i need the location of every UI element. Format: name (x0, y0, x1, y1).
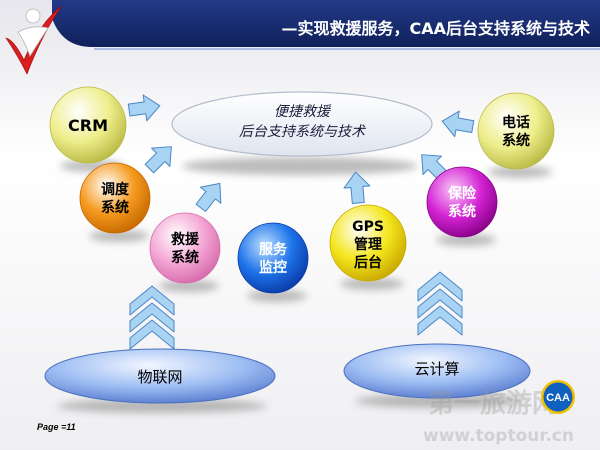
node-crm: CRM (49, 86, 127, 164)
node-circle (149, 212, 221, 284)
flow-arrows (127, 94, 475, 213)
node-label-line: 服务 (259, 241, 288, 258)
hub-shape (171, 91, 433, 157)
node-dispatch-system: 调度 系统 (79, 162, 151, 234)
node-circle (49, 86, 127, 164)
node-label-line: 调度 (101, 181, 130, 198)
node-label-line: 系统 (101, 199, 129, 216)
foundation-label: 云计算 (414, 360, 459, 378)
logo-figure-body (17, 26, 49, 57)
node-circle (237, 222, 309, 294)
node-phone-system: 电话 系统 (477, 92, 555, 170)
watermark-url: www.toptour.cn (423, 426, 574, 446)
header: —实现救援服务，CAA后台支持系统与技术 (5, 0, 600, 75)
logo-figure-head (25, 8, 41, 24)
caa-logo-text: CAA (546, 392, 570, 404)
node-label-line: 电话 (502, 114, 530, 131)
watermark-text: 第一旅游网 (428, 388, 558, 419)
node-service-monitor: 服务 监控 (237, 222, 309, 294)
checkmark-figure-logo (5, 5, 63, 75)
chevron-up-icon (129, 285, 175, 316)
chevron-up-icon (417, 271, 463, 302)
node-label-line: 系统 (502, 132, 530, 149)
foundation-shadow (355, 394, 525, 408)
arrow-right-icon (127, 94, 161, 122)
hub-label-line: 便捷救援 (274, 104, 332, 120)
chevron-up-icon (417, 305, 463, 336)
node-gps-backend: GPS 管理 后台 (329, 204, 407, 282)
node-shadow (89, 230, 149, 242)
node-shadow (340, 278, 404, 290)
foundation-ellipse (44, 348, 276, 404)
chevron-up-icon (129, 302, 175, 333)
node-circle (79, 162, 151, 234)
arrow-left-icon (441, 110, 475, 138)
node-insurance-system: 保险 系统 (426, 166, 498, 238)
foundation-label: 物联网 (137, 368, 182, 386)
node-circle (477, 92, 555, 170)
foundation-iot: 物联网 (44, 348, 276, 404)
node-label-line: 后台 (354, 254, 382, 271)
node-label-line: 系统 (448, 203, 476, 220)
node-rescue-system: 救援 系统 (149, 212, 221, 284)
hub-ellipse: 便捷救援 后台支持系统与技术 (171, 91, 433, 157)
node-shadow (159, 280, 219, 292)
node-label-line: 保险 (447, 185, 477, 202)
node-shadow (436, 234, 496, 246)
foundation-ellipse (343, 343, 531, 399)
watermark: 第一旅游网 www.toptour.cn (423, 388, 574, 446)
node-shadow (488, 166, 552, 178)
arrow-up-right-icon (195, 182, 222, 213)
hub-shadow (182, 157, 418, 175)
node-label-line: CRM (68, 116, 108, 135)
node-circle (426, 166, 498, 238)
page-number: Page =11 (37, 422, 76, 432)
chevron-stack-left (129, 285, 175, 350)
foundation-cloud: 云计算 (343, 343, 531, 399)
node-label-line: GPS (352, 219, 384, 235)
node-shadow (247, 290, 307, 302)
hub-label-line: 后台支持系统与技术 (239, 124, 367, 140)
arrow-up-right-icon (144, 146, 172, 174)
node-label-line: 管理 (354, 236, 382, 253)
slide-title: —实现救援服务，CAA后台支持系统与技术 (281, 19, 590, 38)
caa-logo: CAA (541, 380, 575, 414)
node-label-line: 监控 (259, 259, 287, 276)
node-circle (329, 204, 407, 282)
node-label-line: 系统 (171, 249, 199, 266)
foundation-shadow (57, 399, 267, 413)
caa-logo-disc (543, 382, 573, 412)
arrow-up-icon (343, 171, 371, 204)
chevron-up-icon (417, 288, 463, 319)
node-label-line: 救援 (171, 231, 200, 248)
header-band (52, 0, 600, 47)
chevron-stack-right (417, 271, 463, 336)
